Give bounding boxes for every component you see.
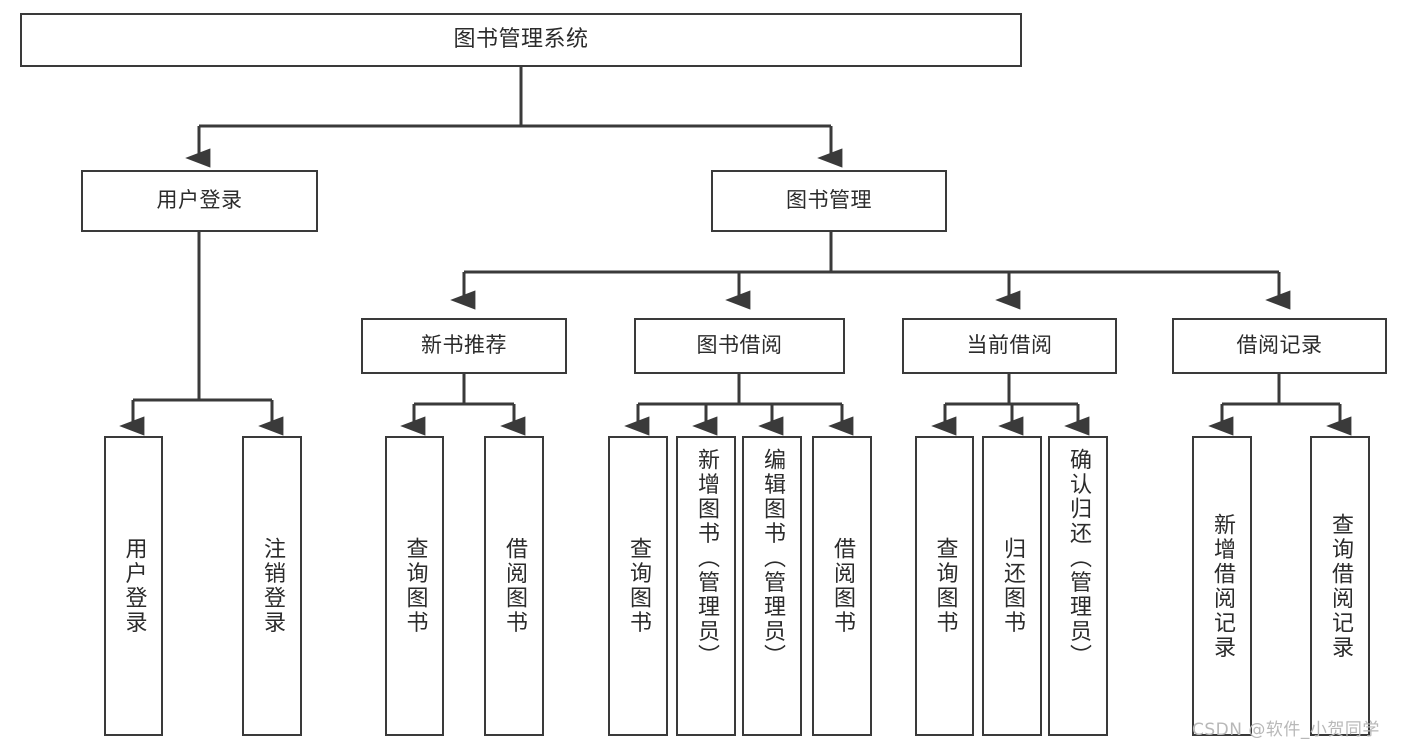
node-leaf-query-book-1[interactable]: 查询图书 bbox=[385, 436, 444, 736]
node-book-management[interactable]: 图书管理 bbox=[711, 170, 947, 232]
node-label: 查询图书 bbox=[402, 537, 428, 635]
node-leaf-add-borrow-record[interactable]: 新增借阅记录 bbox=[1192, 436, 1252, 736]
node-label: 新增图书（管理员） bbox=[693, 448, 719, 669]
node-label: 确认归还（管理员） bbox=[1065, 448, 1091, 669]
node-leaf-edit-book-admin[interactable]: 编辑图书（管理员） bbox=[742, 436, 802, 736]
node-leaf-query-borrow-record[interactable]: 查询借阅记录 bbox=[1310, 436, 1370, 736]
node-current-borrow[interactable]: 当前借阅 bbox=[902, 318, 1117, 374]
node-label: 新增借阅记录 bbox=[1209, 512, 1235, 660]
node-leaf-add-book-admin[interactable]: 新增图书（管理员） bbox=[676, 436, 736, 736]
node-label: 查询图书 bbox=[625, 537, 651, 635]
node-label: 图书管理系统 bbox=[453, 26, 589, 52]
node-label: 编辑图书（管理员） bbox=[759, 448, 785, 669]
node-label: 借阅图书 bbox=[829, 537, 855, 635]
node-leaf-confirm-return-admin[interactable]: 确认归还（管理员） bbox=[1048, 436, 1108, 736]
node-label: 归还图书 bbox=[999, 537, 1025, 635]
node-leaf-query-book-2[interactable]: 查询图书 bbox=[608, 436, 668, 736]
node-leaf-borrow-book-2[interactable]: 借阅图书 bbox=[812, 436, 872, 736]
node-label: 图书管理 bbox=[786, 188, 872, 213]
node-leaf-logout-login[interactable]: 注销登录 bbox=[242, 436, 302, 736]
watermark-csdn: CSDN @软件_小贺同学 bbox=[1192, 720, 1380, 740]
node-root-book-management-system[interactable]: 图书管理系统 bbox=[20, 13, 1022, 67]
node-label: 查询借阅记录 bbox=[1327, 512, 1353, 660]
node-borrow-record[interactable]: 借阅记录 bbox=[1172, 318, 1387, 374]
node-label: 借阅记录 bbox=[1236, 333, 1323, 358]
node-leaf-user-login[interactable]: 用户登录 bbox=[104, 436, 163, 736]
node-book-borrow[interactable]: 图书借阅 bbox=[634, 318, 845, 374]
node-leaf-query-book-3[interactable]: 查询图书 bbox=[915, 436, 974, 736]
node-label: 用户登录 bbox=[156, 188, 243, 213]
node-leaf-borrow-book-1[interactable]: 借阅图书 bbox=[484, 436, 544, 736]
node-label: 注销登录 bbox=[259, 537, 285, 635]
node-leaf-return-book[interactable]: 归还图书 bbox=[982, 436, 1042, 736]
node-new-book-recommend[interactable]: 新书推荐 bbox=[361, 318, 567, 374]
node-label: 用户登录 bbox=[121, 537, 147, 635]
node-label: 借阅图书 bbox=[501, 537, 527, 635]
node-label: 当前借阅 bbox=[966, 333, 1053, 358]
node-label: 查询图书 bbox=[932, 537, 958, 635]
node-label: 图书借阅 bbox=[696, 333, 783, 358]
node-label: 新书推荐 bbox=[421, 333, 507, 358]
node-user-login[interactable]: 用户登录 bbox=[81, 170, 318, 232]
